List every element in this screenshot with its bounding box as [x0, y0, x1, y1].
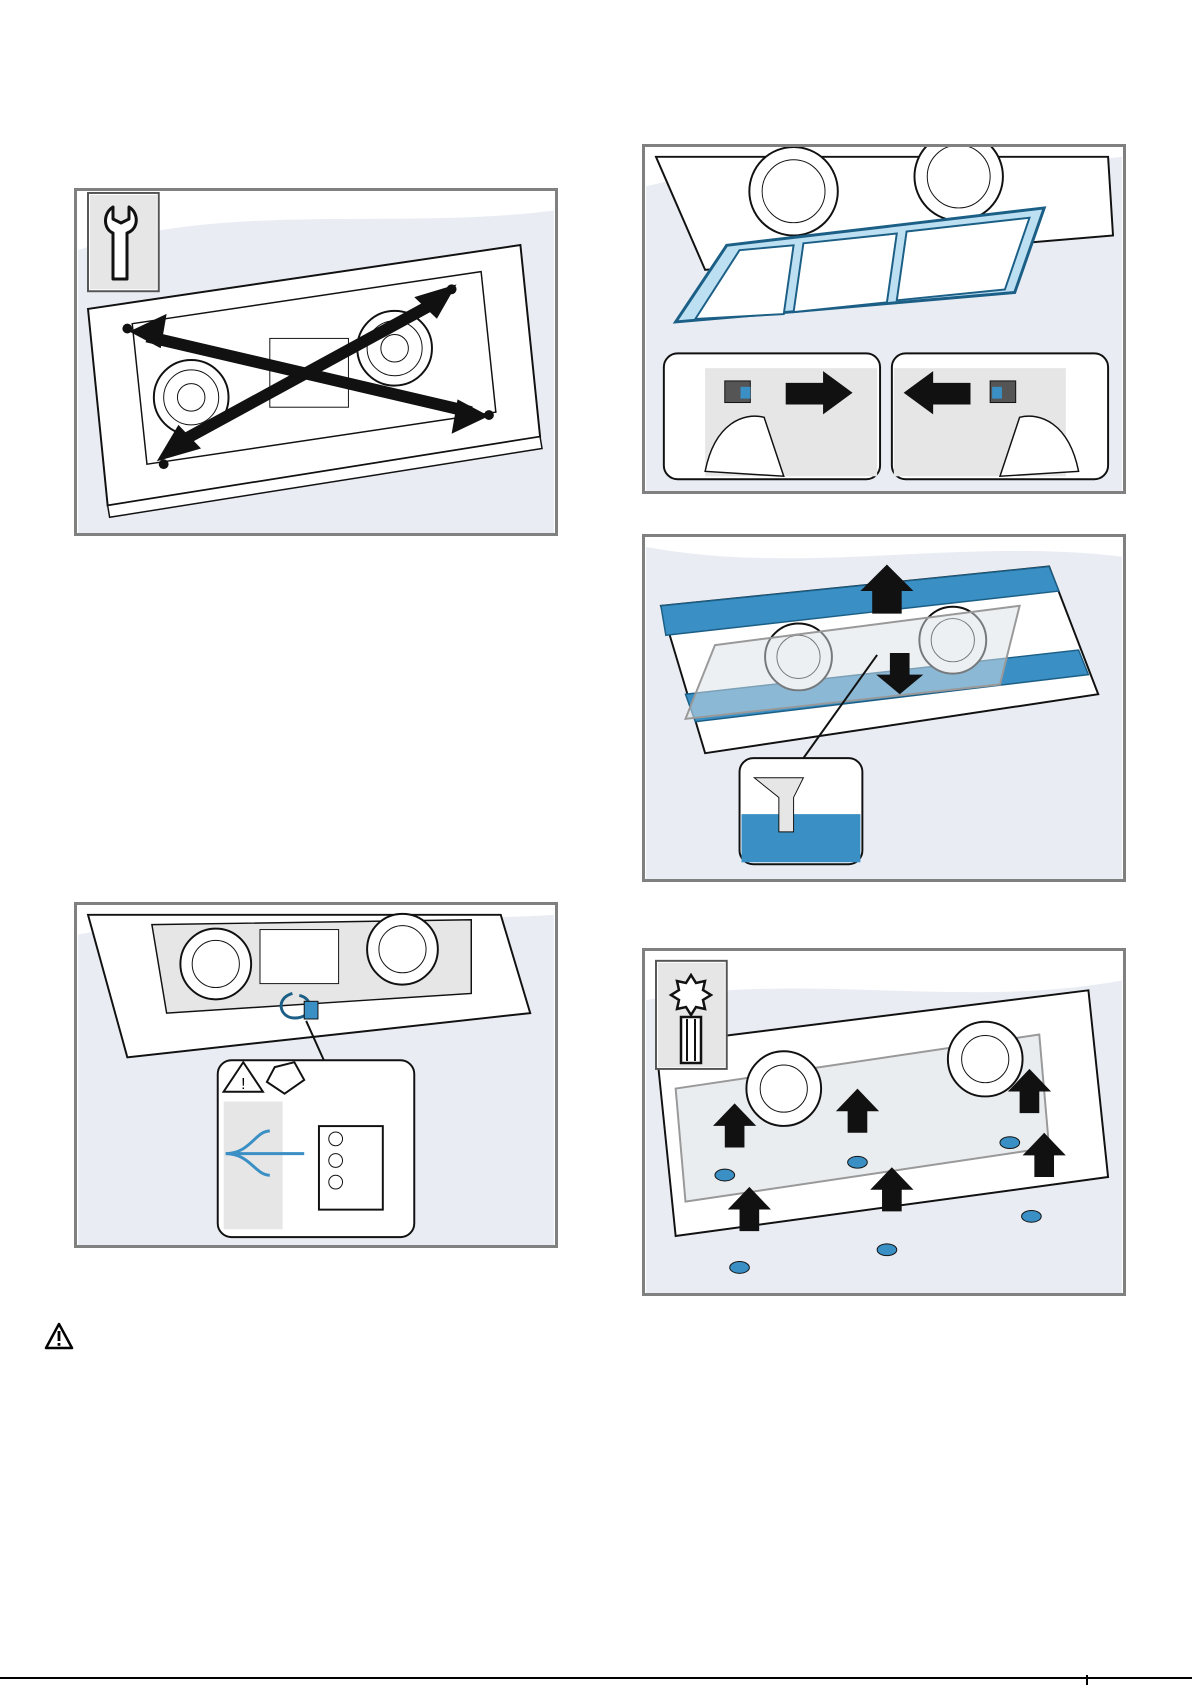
figure-fasten-screws: [642, 948, 1126, 1296]
figure-loosen-screws-drawing: [77, 191, 555, 533]
figure-remove-rails: [642, 534, 1126, 882]
figure-remove-filter-frame: [642, 144, 1126, 494]
figure-fasten-screws-drawing: [645, 951, 1123, 1293]
footer-rule: [0, 1677, 1192, 1679]
figure-remove-filter-frame-drawing: [645, 147, 1123, 491]
footer-divider: [1086, 1675, 1088, 1685]
figure-electrical-connection: !: [74, 902, 558, 1248]
figure-loosen-screws: [74, 188, 558, 536]
figure-remove-rails-drawing: [645, 537, 1123, 879]
wrench-icon: [99, 203, 147, 283]
svg-text:!: !: [241, 1076, 245, 1093]
figure-electrical-connection-drawing: !: [77, 905, 555, 1245]
torx-screwdriver-icon: [667, 973, 715, 1065]
warning-triangle-icon: [44, 1322, 74, 1350]
